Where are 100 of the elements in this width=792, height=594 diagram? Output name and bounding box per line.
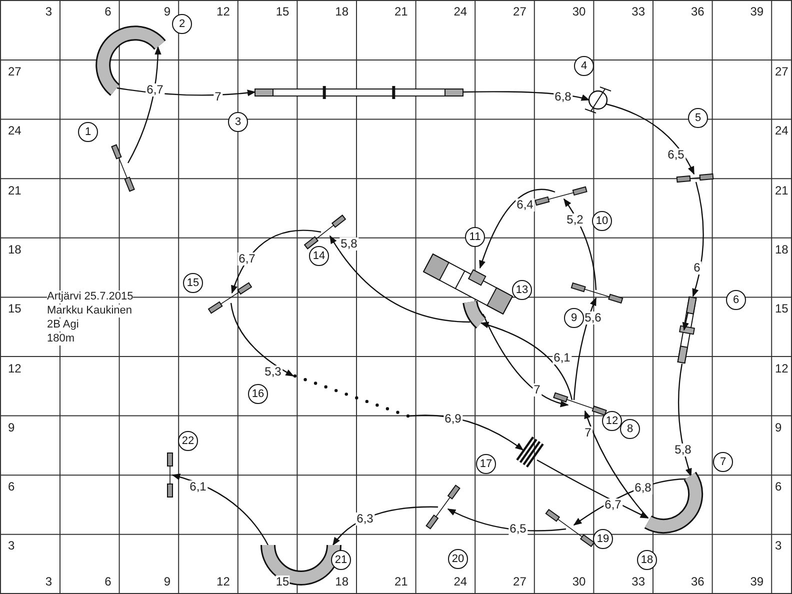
axis-label: 3	[45, 6, 52, 18]
hurdle-drawing	[111, 144, 135, 192]
arrow	[332, 506, 438, 546]
callout-number: 10	[592, 211, 612, 231]
callout-number: 15	[183, 273, 203, 293]
arrow	[462, 91, 590, 102]
edge-label: 5,8	[340, 238, 358, 250]
hurdle-drawing	[570, 282, 624, 304]
edge-label: 6,9	[444, 412, 462, 426]
callout-number: 19	[593, 529, 613, 549]
callout-number: 22	[178, 431, 198, 451]
axis-label: 18	[8, 243, 22, 256]
course-info-text: 2B Agi	[47, 318, 79, 332]
axis-label: 33	[632, 576, 645, 588]
tire-jump-drawing	[584, 86, 612, 114]
callout-number: 4	[574, 56, 594, 76]
arrow	[564, 198, 597, 290]
edge-label: 6,5	[508, 522, 528, 536]
axis-label: 12	[775, 362, 788, 375]
axis-label: 30	[572, 576, 586, 588]
axis-label: 36	[690, 576, 704, 588]
callout-number: 7	[713, 452, 733, 472]
arrow	[116, 87, 256, 96]
axis-label: 6	[8, 480, 15, 494]
arrow	[692, 182, 704, 298]
axis-label: 21	[775, 184, 788, 198]
arrow	[584, 410, 648, 518]
axis-label: 15	[8, 302, 22, 316]
axis-label: 27	[8, 66, 22, 78]
edge-label: 6,8	[634, 482, 652, 494]
axis-label: 27	[513, 576, 526, 588]
axis-label: 39	[750, 576, 764, 588]
arrow	[573, 297, 597, 400]
edge-label: 6,7	[146, 84, 164, 96]
hurdle-drawing	[208, 282, 252, 314]
callout-number: 3	[228, 112, 248, 132]
axis-label: 21	[8, 184, 22, 198]
hurdle-drawing	[534, 186, 588, 206]
edge-label: 5,6	[584, 312, 602, 324]
callout-number: 8	[620, 419, 640, 439]
callout-number: 9	[564, 308, 584, 328]
axis-label: 9	[164, 6, 171, 18]
callout-number: 2	[172, 14, 192, 34]
axis-label: 6	[775, 480, 782, 494]
edge-label: 6,4	[516, 198, 534, 212]
axis-label: 6	[104, 6, 112, 18]
weave-poles-drawing	[293, 374, 410, 418]
axis-label: 21	[394, 576, 408, 588]
callout-number: 1	[78, 122, 98, 142]
callout-number: 20	[448, 549, 468, 569]
arrow	[410, 414, 524, 450]
axis-label: 15	[276, 6, 290, 18]
callout-number: 21	[331, 550, 351, 570]
course-info-text: 180m	[47, 332, 75, 346]
arrow	[231, 230, 322, 294]
edge-label: 7	[532, 384, 542, 396]
hurdle-drawing	[553, 392, 607, 416]
arrow	[447, 508, 566, 532]
hurdle-drawing	[167, 452, 173, 498]
arrow	[330, 235, 470, 323]
axis-label: 9	[775, 421, 782, 434]
arrow	[480, 322, 573, 400]
axis-label: 36	[690, 6, 704, 18]
callout-number: 6	[726, 290, 746, 310]
axis-label: 27	[513, 6, 526, 18]
callout-number: 11	[465, 227, 485, 247]
edge-label: 6,8	[554, 90, 572, 104]
arrow	[573, 478, 688, 526]
dog-walk-drawing	[254, 86, 464, 99]
arrow	[127, 46, 162, 164]
axis-label: 24	[454, 576, 468, 588]
axis-label: 12	[216, 6, 230, 18]
callout-number: 16	[248, 384, 268, 404]
edge-label: 6,5	[666, 148, 686, 162]
tunnel-drawing	[462, 300, 486, 328]
axis-label: 12	[216, 576, 230, 588]
callout-number: 5	[688, 108, 708, 128]
callout-number: 17	[476, 454, 496, 474]
axis-label: 27	[775, 66, 788, 78]
axis-label: 18	[335, 576, 348, 588]
hurdle-drawing	[545, 508, 595, 548]
axis-label: 9	[164, 576, 171, 588]
axis-label: 18	[775, 243, 788, 256]
axis-label: 24	[454, 6, 468, 18]
tunnel-drawing	[96, 26, 166, 96]
axis-label: 21	[394, 6, 408, 18]
edge-label: 6,1	[552, 352, 572, 364]
callout-number: 18	[637, 550, 657, 570]
edge-label: 5,3	[264, 366, 282, 378]
hurdle-drawing	[426, 484, 460, 530]
callout-number: 13	[512, 280, 532, 300]
long-jump-drawing	[516, 436, 544, 468]
axis-label: 3	[45, 576, 52, 588]
axis-label: 6	[104, 576, 112, 588]
callout-number: 14	[309, 246, 329, 266]
hurdle-drawing	[676, 173, 714, 183]
course-info-text: Artjärvi 25.7.2015	[47, 290, 134, 304]
edge-label: 6,7	[238, 252, 256, 266]
axis-label: 3	[775, 540, 782, 553]
axis-label: 39	[750, 6, 764, 18]
